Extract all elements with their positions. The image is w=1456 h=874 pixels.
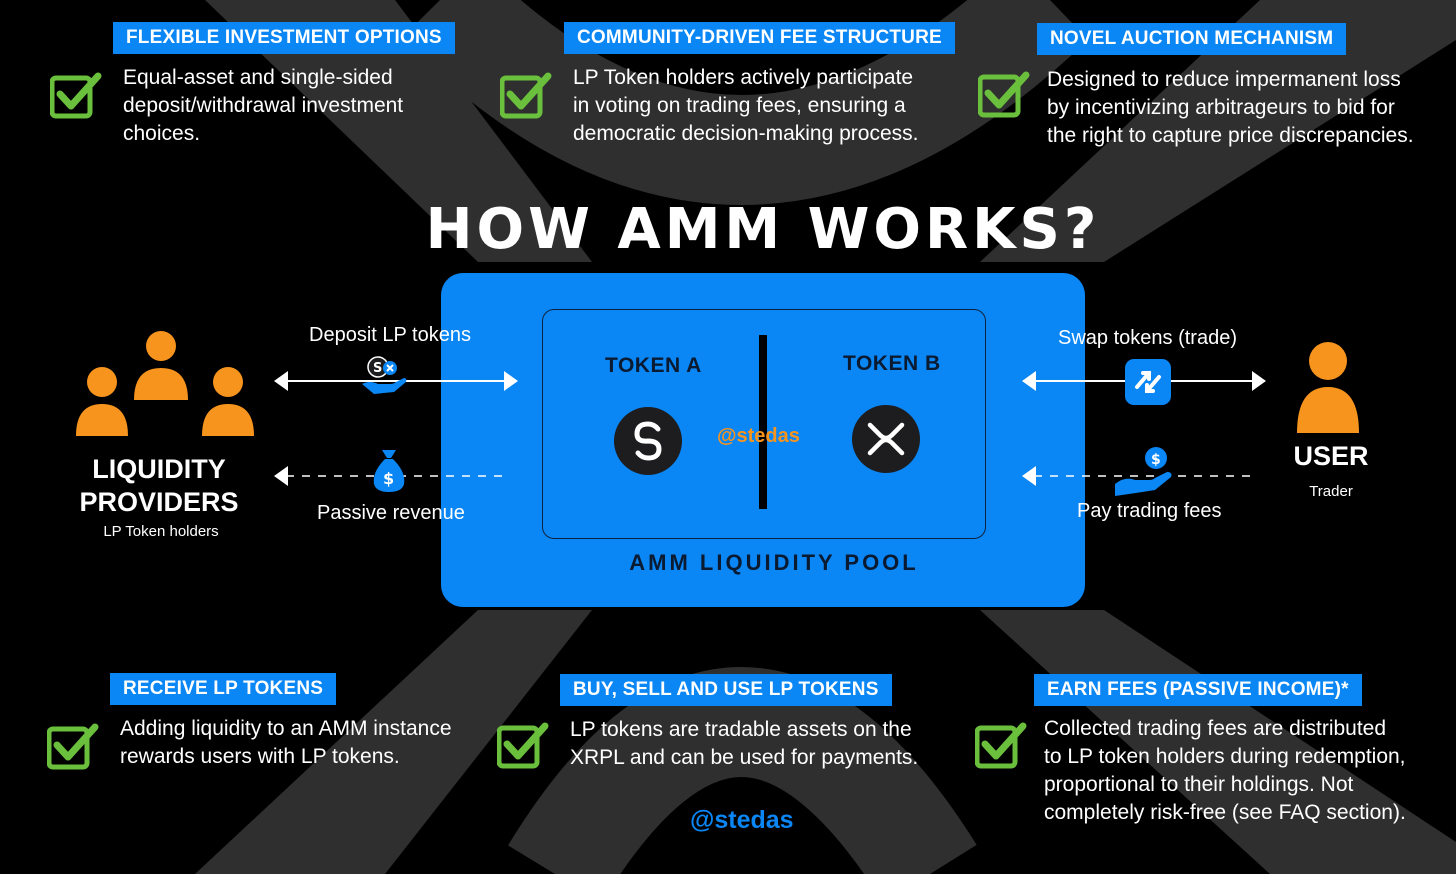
check-icon [47,723,99,770]
revenue-label: Passive revenue [317,502,465,524]
providers-title-line1: LIQUIDITY [92,454,226,484]
xrp-logo [852,405,920,473]
check-icon [50,72,102,119]
svg-text:S: S [373,361,382,376]
deposit-arrow [274,371,518,391]
token-b-label: TOKEN B [843,352,941,375]
feature-heading-auction: NOVEL AUCTION MECHANISM [1037,23,1347,55]
check-icon [500,72,552,119]
swap-icon [1125,359,1171,405]
revenue-arrow [274,466,508,486]
svg-text:$: $ [383,469,394,488]
hand-token-icon: S [362,356,407,394]
swap-label: Swap tokens (trade) [1058,327,1237,349]
feature-text-trade: LP tokens are tradable assets on the XRP… [570,718,919,769]
group-people-icon [76,331,254,436]
person-icon [1297,342,1359,433]
feature-heading-flexible: FLEXIBLE INVESTMENT OPTIONS [113,22,455,54]
pool-watermark: @stedas [717,425,800,447]
token-a-logo [614,407,682,475]
providers-subtitle: LP Token holders [103,523,219,540]
feature-heading-earn: EARN FEES (PASSIVE INCOME)* [1034,674,1362,706]
fees-arrow [1022,466,1256,486]
pool-label: AMM LIQUIDITY POOL [629,550,919,575]
feature-text-receive: Adding liquidity to an AMM instance rewa… [120,717,452,768]
user-title: USER [1293,441,1369,471]
providers-title-line2: PROVIDERS [79,487,239,517]
deposit-label: Deposit LP tokens [309,324,471,346]
feature-heading-receive: RECEIVE LP TOKENS [110,673,337,705]
feature-text-auction: Designed to reduce impermanent loss by i… [1047,68,1414,147]
feature-text-earn: Collected trading fees are distributed t… [1044,717,1406,824]
money-bag-icon: $ [373,450,405,492]
hand-coin-icon: $ [1115,447,1172,496]
check-icon [497,722,549,769]
liquidity-providers-title: LIQUIDITY PROVIDERS [76,453,242,519]
token-a-label: TOKEN A [605,354,702,377]
fees-label: Pay trading fees [1077,500,1222,522]
pool-inner-frame [542,309,986,539]
user-subtitle: Trader [1309,483,1353,500]
svg-text:$: $ [1151,452,1161,468]
pool-divider [759,335,767,509]
page-title: HOW AMM WORKS? [425,197,1101,262]
feature-text-fees: LP Token holders actively participate in… [573,66,919,145]
feature-text-flexible: Equal-asset and single-sided deposit/wit… [123,66,404,145]
check-icon [978,71,1030,118]
check-icon [975,722,1027,769]
feature-heading-fees: COMMUNITY-DRIVEN FEE STRUCTURE [564,22,955,54]
footer-watermark: @stedas [690,806,794,834]
feature-heading-trade: BUY, SELL AND USE LP TOKENS [560,674,892,706]
